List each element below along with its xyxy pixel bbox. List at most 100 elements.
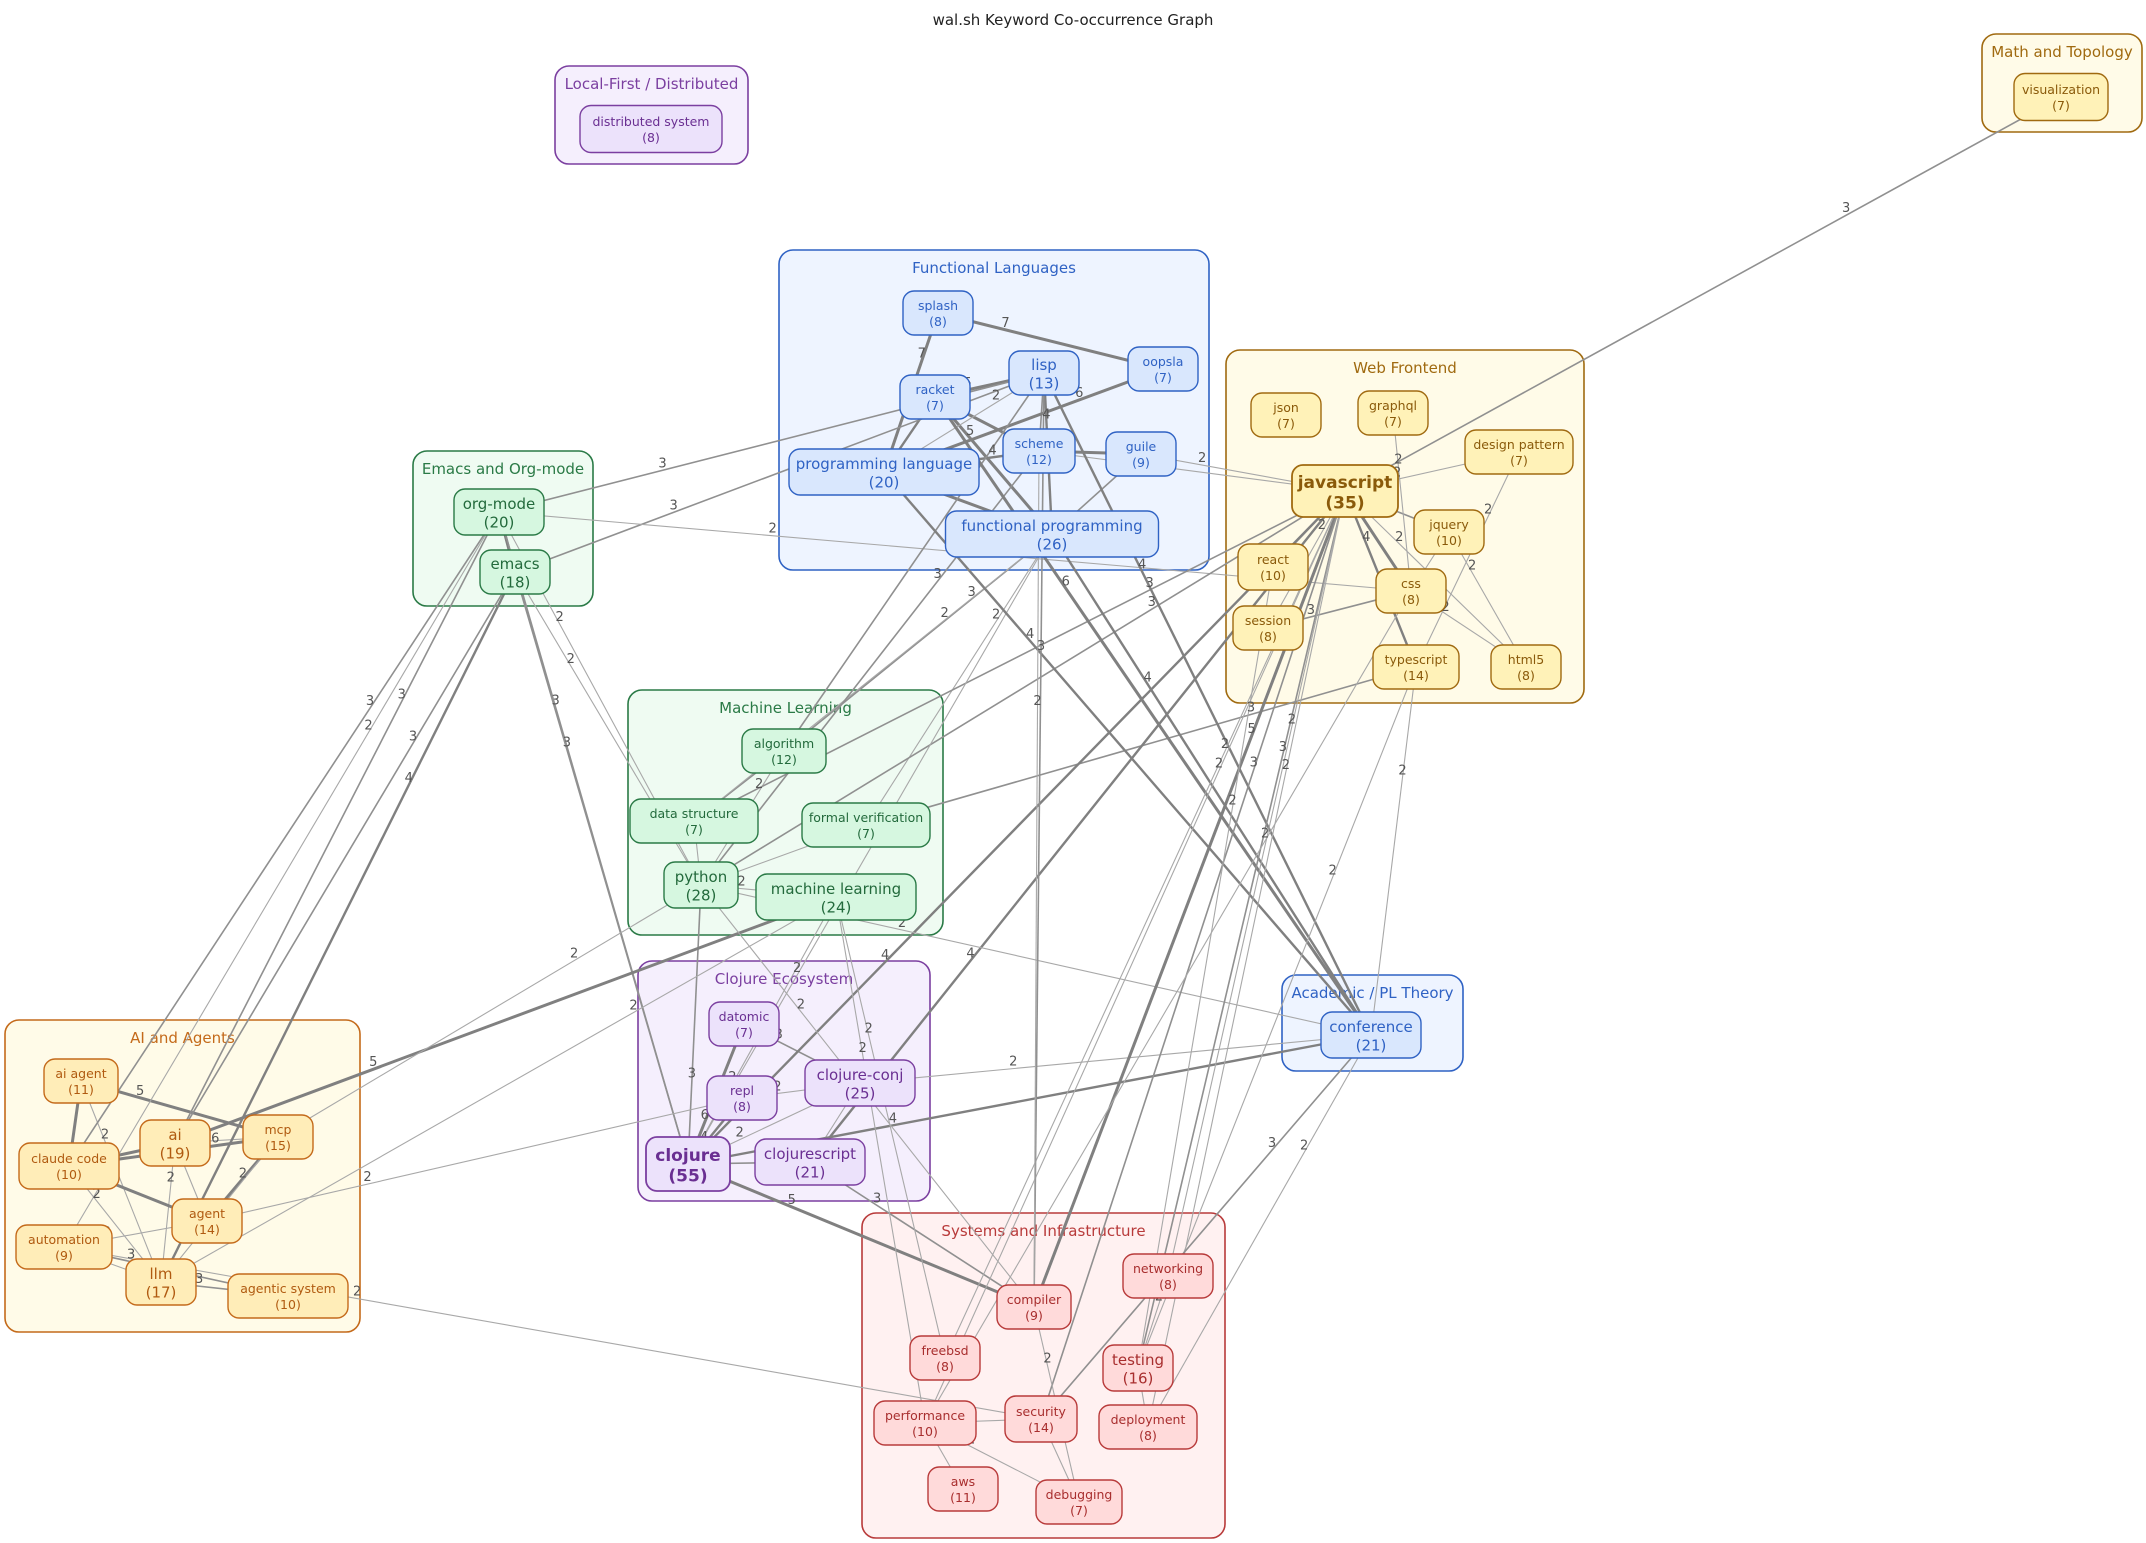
edge-weight-label: 2 <box>1215 757 1223 772</box>
node-clojureconj[interactable]: clojure-conj(25) <box>804 1059 916 1107</box>
node-agent[interactable]: agent(14) <box>171 1198 243 1244</box>
node-guile[interactable]: guile(9) <box>1105 431 1177 477</box>
node-count: (10) <box>275 1297 301 1312</box>
node-label: emacs <box>490 555 539 573</box>
edge-weight-label: 2 <box>167 1171 175 1186</box>
edge-weight-label: 5 <box>1248 722 1256 737</box>
node-javascript[interactable]: javascript(35) <box>1291 464 1399 518</box>
edge-weight-label: 7 <box>918 347 926 362</box>
node-orgmode[interactable]: org-mode(20) <box>453 488 545 536</box>
node-aws[interactable]: aws(11) <box>927 1466 999 1512</box>
edge-orgmode-automation <box>63 511 500 1248</box>
node-count: (8) <box>1159 1277 1177 1292</box>
node-count: (7) <box>1510 453 1528 468</box>
node-box <box>1237 543 1309 591</box>
node-graphql[interactable]: graphql(7) <box>1357 390 1429 436</box>
edge-weight-label: 5 <box>136 1084 144 1099</box>
edge-weight-label: 4 <box>1362 530 1370 545</box>
node-algorithm[interactable]: algorithm(12) <box>741 728 827 774</box>
edge-weight-label: 2 <box>940 606 948 621</box>
node-box <box>801 802 931 848</box>
edge-weight-label: 4 <box>966 947 974 962</box>
edge-clojure-compiler <box>687 1162 1035 1309</box>
edge-weight-label: 3 <box>1279 740 1287 755</box>
node-lisp[interactable]: lisp(13) <box>1008 350 1080 396</box>
node-proglang[interactable]: programming language(20) <box>788 448 980 496</box>
node-freebsd[interactable]: freebsd(8) <box>909 1335 981 1381</box>
node-box <box>1291 464 1399 518</box>
edge-weight-label: 2 <box>1441 600 1449 615</box>
node-label: conference <box>1329 1018 1413 1036</box>
node-clojure[interactable]: clojure(55) <box>645 1136 731 1192</box>
node-conference[interactable]: conference(21) <box>1320 1011 1422 1059</box>
edge-clojureconj-conference <box>859 1034 1372 1084</box>
node-session[interactable]: session(8) <box>1232 605 1304 651</box>
node-performance[interactable]: performance(10) <box>873 1400 977 1446</box>
node-claudecode[interactable]: claude code(10) <box>18 1142 120 1190</box>
cluster-label: Math and Topology <box>1991 43 2133 61</box>
node-python[interactable]: python(28) <box>663 861 739 909</box>
node-box <box>1464 429 1574 475</box>
edge-automation-security <box>63 1246 1042 1420</box>
node-count: (8) <box>733 1099 751 1114</box>
edge-weight-label: 3 <box>873 1192 881 1207</box>
node-security[interactable]: security(14) <box>1004 1395 1078 1443</box>
node-clojurescript[interactable]: clojurescript(21) <box>754 1138 866 1186</box>
node-label: racket <box>915 382 954 397</box>
edge-emacs-llm <box>159 571 517 1283</box>
node-box <box>645 1136 731 1192</box>
edge-weight-label: 6 <box>701 1108 709 1123</box>
node-debugging[interactable]: debugging(7) <box>1035 1479 1123 1525</box>
node-count: (11) <box>950 1490 976 1505</box>
node-automation[interactable]: automation(9) <box>15 1224 113 1270</box>
node-css[interactable]: css(8) <box>1375 568 1447 614</box>
node-oopsla[interactable]: oopsla(7) <box>1127 346 1199 392</box>
node-testing[interactable]: testing(16) <box>1102 1344 1174 1392</box>
node-html5[interactable]: html5(8) <box>1490 644 1562 690</box>
node-label: debugging <box>1046 1487 1113 1502</box>
node-repl[interactable]: repl(8) <box>706 1075 778 1121</box>
edge-weight-label: 2 <box>629 999 637 1014</box>
node-agentic[interactable]: agentic system(10) <box>227 1273 349 1319</box>
node-fp[interactable]: functional programming(26) <box>944 510 1160 558</box>
node-label: compiler <box>1007 1292 1062 1307</box>
edge-weight-label: 3 <box>409 729 417 744</box>
node-designpattern[interactable]: design pattern(7) <box>1464 429 1574 475</box>
node-count: (7) <box>685 822 703 837</box>
node-llm[interactable]: llm(17) <box>125 1258 197 1306</box>
node-visualization[interactable]: visualization(7) <box>2013 72 2109 122</box>
node-jquery[interactable]: jquery(10) <box>1413 509 1485 555</box>
node-aiagent[interactable]: ai agent(11) <box>43 1058 119 1104</box>
cluster-label: Functional Languages <box>912 259 1076 277</box>
edge-weight-label: 2 <box>1398 763 1406 778</box>
node-count: (21) <box>795 1164 826 1182</box>
node-compiler[interactable]: compiler(9) <box>996 1284 1072 1330</box>
node-mcp[interactable]: mcp(15) <box>242 1114 314 1160</box>
node-scheme[interactable]: scheme(12) <box>1002 428 1076 474</box>
edge-weight-label: 2 <box>1468 559 1476 574</box>
node-count: (12) <box>1026 452 1052 467</box>
cluster-label: Emacs and Org-mode <box>422 460 584 478</box>
node-label: datomic <box>719 1009 770 1024</box>
node-ai[interactable]: ai(19) <box>139 1119 211 1167</box>
node-box <box>663 861 739 909</box>
node-json[interactable]: json(7) <box>1250 392 1322 438</box>
node-networking[interactable]: networking(8) <box>1122 1253 1214 1299</box>
node-ml[interactable]: machine learning(24) <box>755 873 917 921</box>
node-count: (7) <box>2052 98 2070 113</box>
node-label: javascript <box>1297 473 1393 493</box>
node-react[interactable]: react(10) <box>1237 543 1309 591</box>
node-count: (28) <box>686 887 717 905</box>
node-count: (55) <box>668 1167 707 1187</box>
node-typescript[interactable]: typescript(14) <box>1372 644 1460 690</box>
node-datastructure[interactable]: data structure(7) <box>629 798 759 844</box>
node-emacs[interactable]: emacs(18) <box>479 549 551 595</box>
node-splash[interactable]: splash(8) <box>902 290 974 336</box>
edge-weight-label: 4 <box>889 1111 897 1126</box>
node-deployment[interactable]: deployment(8) <box>1098 1404 1198 1450</box>
node-datomic[interactable]: datomic(7) <box>708 1001 780 1047</box>
node-distributed[interactable]: distributed system(8) <box>579 104 723 154</box>
node-formalver[interactable]: formal verification(7) <box>801 802 931 848</box>
node-racket[interactable]: racket(7) <box>899 374 971 420</box>
node-label: python <box>675 868 727 886</box>
